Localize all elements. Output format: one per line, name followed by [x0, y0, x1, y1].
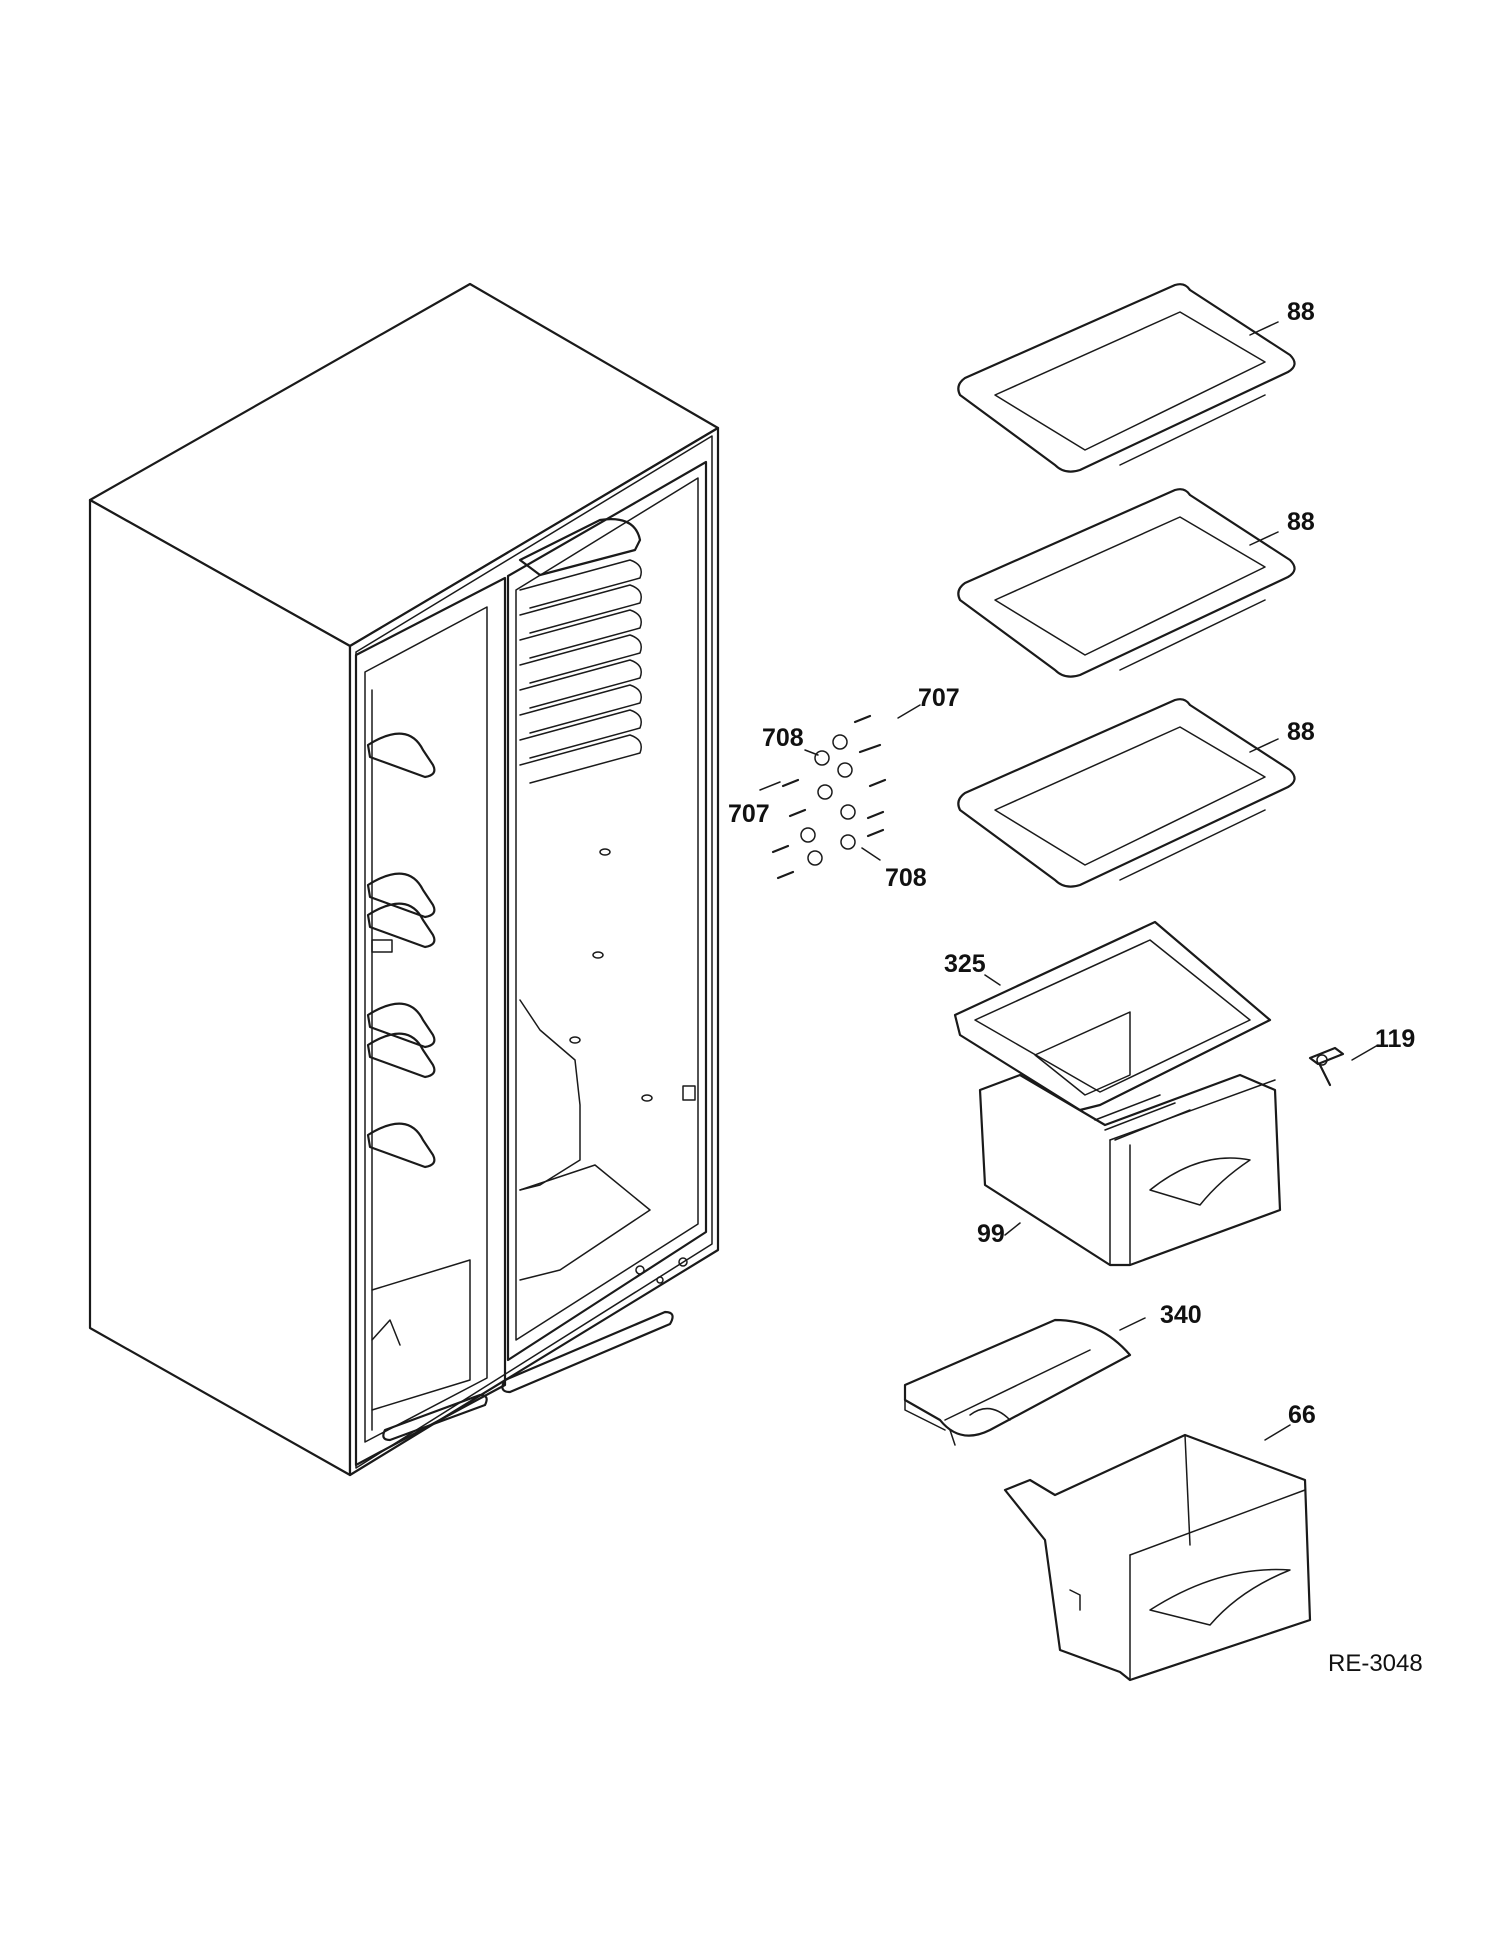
callout-label: 88	[1287, 718, 1315, 746]
leader-line	[1249, 531, 1279, 546]
leader-line	[1004, 1222, 1021, 1236]
glass-shelf-bottom	[957, 698, 1296, 888]
callout-label: 707	[728, 800, 770, 828]
glass-shelf-top	[957, 283, 1296, 473]
crisper-drawer	[978, 1073, 1282, 1267]
drawer-roller-part	[1308, 1044, 1379, 1087]
diagram-reference-code: RE-3048	[1328, 1650, 1423, 1677]
leader-line	[1249, 738, 1279, 753]
fresh-food-compartment	[501, 460, 708, 1394]
callout-label: 708	[885, 864, 927, 892]
leader-line	[1249, 321, 1279, 336]
refrigerator-cabinet	[88, 282, 720, 1477]
callout-label: 340	[1160, 1301, 1202, 1329]
callout-label: 66	[1288, 1401, 1316, 1429]
pan-drawer	[1003, 1424, 1312, 1682]
pan-cover	[903, 1317, 1146, 1446]
callout-label: 99	[977, 1220, 1005, 1248]
freezer-compartment	[354, 576, 507, 1467]
leader-line	[984, 974, 1001, 986]
shelf-pins	[759, 704, 921, 880]
callout-label: 119	[1375, 1025, 1416, 1053]
crisper-cover	[953, 920, 1272, 1112]
glass-shelf-middle	[957, 488, 1296, 678]
callout-label: 708	[762, 724, 804, 752]
callout-label: 707	[918, 684, 960, 712]
callout-label: 325	[944, 950, 986, 978]
callout-label: 88	[1287, 508, 1315, 536]
callout-label: 88	[1287, 298, 1315, 326]
